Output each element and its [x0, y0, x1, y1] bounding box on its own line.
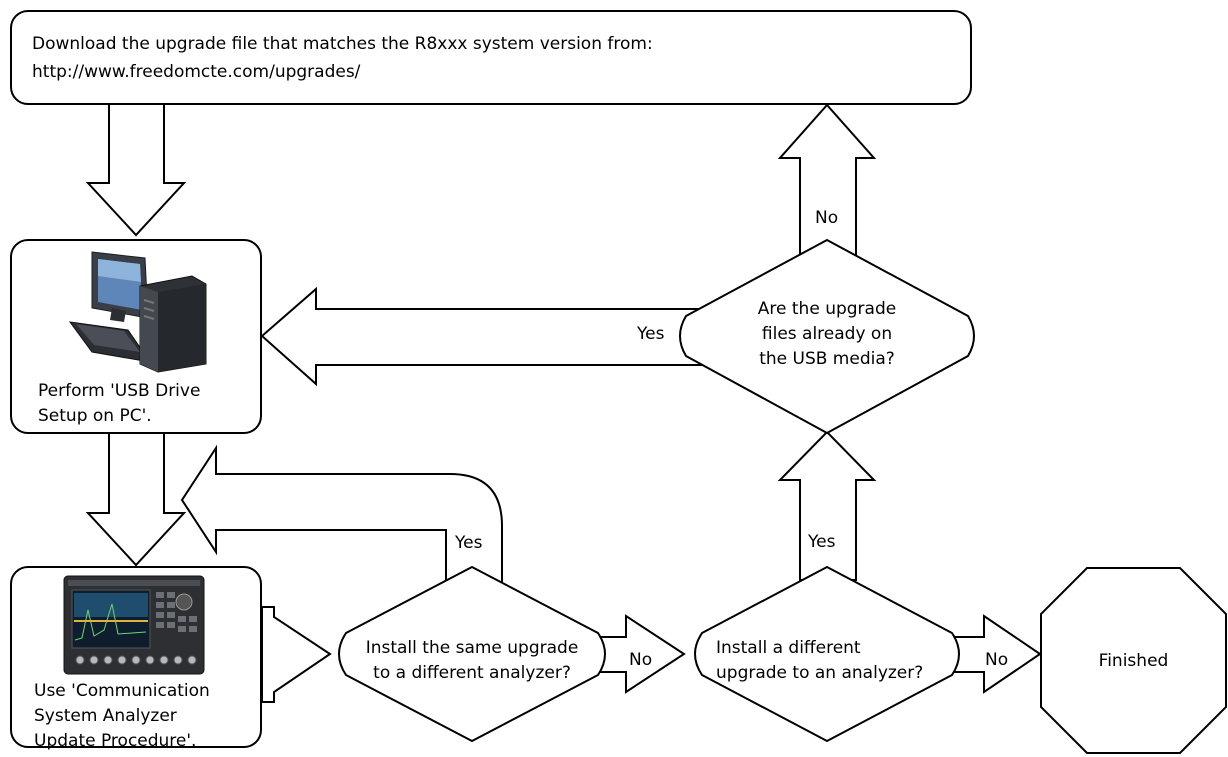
label-usb-no: No: [815, 208, 839, 228]
analyzer-text-line2: System Analyzer: [34, 706, 177, 726]
decision-different-line1: Install a different: [716, 638, 861, 658]
arrow-different-yes-to-usb-decision: [777, 430, 877, 581]
analyzer-text-line1: Use 'Communication: [34, 681, 210, 701]
decision-same-line2: to a different analyzer?: [373, 663, 571, 683]
label-usb-yes: Yes: [637, 324, 665, 344]
decision-same-upgrade: [338, 565, 606, 743]
step-analyzer-update-box: [10, 566, 262, 748]
decision-same-line1: Install the same upgrade: [365, 638, 579, 658]
finished-label: Finished: [1098, 651, 1169, 671]
usb-setup-text-line1: Perform 'USB Drive: [38, 381, 201, 401]
download-url-text: http://www.freedomcte.com/upgrades/: [32, 62, 361, 82]
desktop-pc-icon: [68, 251, 207, 373]
arrow-analyzer-to-same-decision: [261, 606, 332, 703]
arrow-usb-yes-to-usb-setup: [260, 286, 721, 387]
analyzer-text-line3: Update Procedure'.: [34, 731, 197, 751]
decision-different-line2: upgrade to an analyzer?: [716, 663, 924, 683]
label-same-yes: Yes: [455, 533, 483, 553]
arrow-download-to-usb-setup: [85, 102, 187, 237]
decision-usb-line2: files already on: [761, 324, 893, 344]
arrow-usb-setup-to-analyzer: [85, 432, 187, 567]
label-different-yes: Yes: [808, 532, 836, 552]
label-different-no: No: [985, 650, 1009, 670]
step-download-box: [10, 10, 972, 105]
arrow-same-yes-to-usb-setup: [180, 444, 503, 586]
analyzer-device-icon: [63, 575, 205, 675]
decision-different-upgrade: [694, 565, 960, 743]
decision-files-on-usb: [679, 238, 975, 435]
label-same-no: No: [629, 650, 653, 670]
usb-setup-text-line2: Setup on PC'.: [38, 406, 152, 426]
decision-usb-line3: the USB media?: [759, 349, 895, 369]
arrow-usb-no-to-download: [777, 103, 877, 257]
decision-usb-line1: Are the upgrade: [757, 299, 897, 319]
download-text-line1: Download the upgrade file that matches t…: [32, 34, 653, 54]
finished-octagon: [1040, 567, 1227, 754]
step-usb-setup-box: [10, 239, 262, 434]
